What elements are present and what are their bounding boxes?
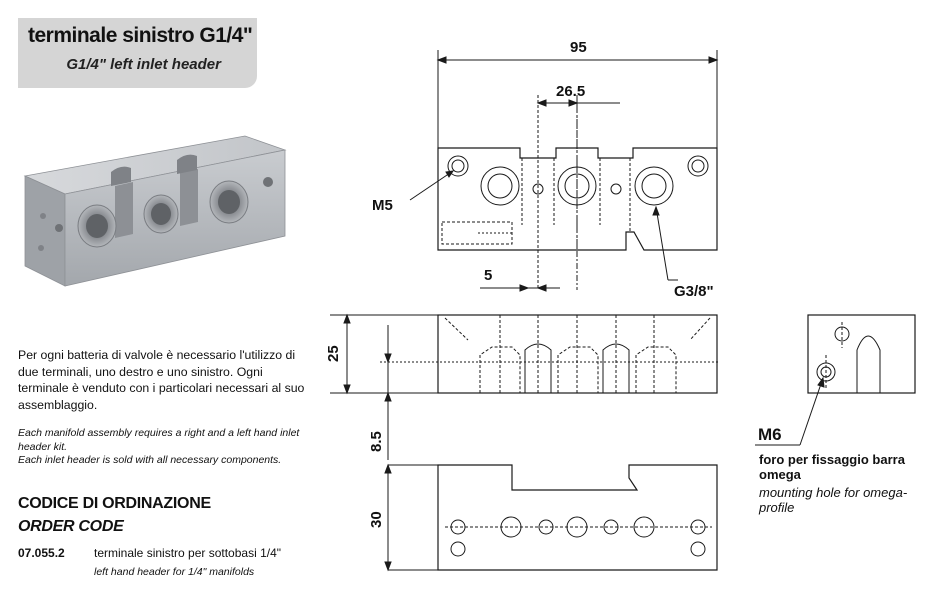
description-english-line2: Each inlet header is sold with all neces… (18, 454, 282, 466)
description-italian: Per ogni batteria di valvole è necessari… (18, 348, 305, 412)
bottom-view (384, 463, 718, 572)
label-m5: M5 (372, 197, 393, 214)
front-view (330, 313, 720, 460)
dim-5: 5 (484, 267, 492, 284)
dim-26-5: 26.5 (556, 83, 585, 100)
title-italian: terminale sinistro G1/4" (28, 24, 253, 47)
omega-hole-label-english: mounting hole for omega-profile (759, 485, 908, 515)
omega-hole-label-italian: foro per fissaggio barra omega (759, 452, 905, 482)
dim-8-5: 8.5 (368, 431, 385, 452)
side-view (755, 314, 916, 446)
dim-95: 95 (570, 39, 587, 56)
label-m6: M6 (758, 425, 782, 444)
title-english: G1/4" left inlet header (66, 56, 221, 73)
order-code: 07.055.2 (18, 546, 65, 560)
description-english-line1: Each manifold assembly requires a right … (18, 427, 300, 453)
top-view (409, 50, 719, 292)
title-box: terminale sinistro G1/4" G1/4" left inle… (18, 18, 257, 88)
order-code-description-italian: terminale sinistro per sottobasi 1/4" (94, 546, 282, 560)
dim-25: 25 (325, 345, 342, 362)
product-photo (23, 135, 287, 287)
order-heading-italian: CODICE DI ORDINAZIONE (18, 495, 211, 512)
description-english: Each manifold assembly requires a right … (18, 427, 310, 468)
label-g38: G3/8" (674, 283, 714, 300)
order-code-description-english: left hand header for 1/4" manifolds (94, 566, 255, 578)
order-heading-english: ORDER CODE (18, 518, 124, 535)
dim-30: 30 (368, 511, 385, 528)
